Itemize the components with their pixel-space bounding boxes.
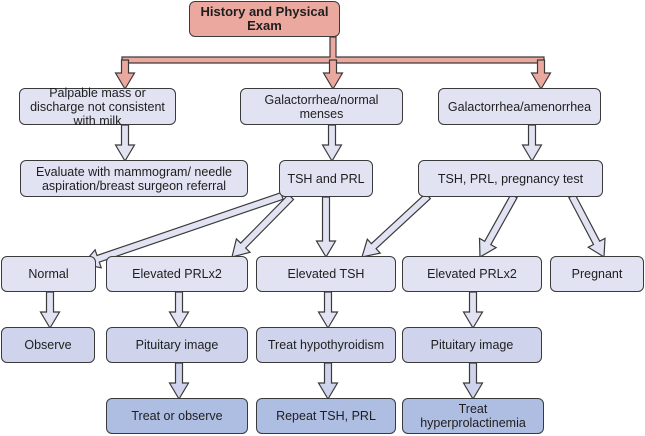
node-treat-hyperprolactinemia: Treat hyperprolactinemia bbox=[402, 398, 544, 434]
node-tsh-and-prl: TSH and PRL bbox=[279, 160, 373, 197]
node-history: History and Physical Exam bbox=[189, 1, 340, 37]
node-galactorrhea-amenorrhea: Galactorrhea/amenorrhea bbox=[438, 88, 601, 125]
node-elevated-prl-2: Elevated PRLx2 bbox=[402, 256, 542, 292]
arrow-tsh-prl-preg-to-pregnant bbox=[568, 193, 606, 259]
arrow-gal-normal-to-tsh-prl bbox=[321, 124, 343, 163]
arrow-history-to-gal-normal bbox=[322, 59, 344, 91]
arrow-history-to-palpable bbox=[114, 59, 136, 91]
node-pituitary-image-1: Pituitary image bbox=[106, 327, 248, 363]
arrow-elev-prl-2-to-pit-2 bbox=[462, 291, 484, 330]
node-palpable: Palpable mass or discharge not consisten… bbox=[19, 86, 176, 128]
node-normal: Normal bbox=[1, 256, 96, 292]
node-repeat-tsh-prl: Repeat TSH, PRL bbox=[256, 398, 396, 434]
node-galactorrhea-normal-menses: Galactorrhea/normal menses bbox=[240, 88, 403, 125]
node-observe: Observe bbox=[1, 327, 95, 363]
arrow-tsh-prl-to-elev-tsh bbox=[315, 196, 337, 259]
node-treat-or-observe: Treat or observe bbox=[106, 398, 248, 434]
arrow-gal-amen-to-tsh-prl-preg bbox=[521, 124, 543, 163]
node-treat-hypothyroidism: Treat hypothyroidism bbox=[256, 327, 396, 363]
arrow-pit-2-to-treat-hyperprl bbox=[462, 362, 484, 401]
arrow-treat-hypo-to-repeat bbox=[317, 362, 339, 401]
arrow-tsh-prl-to-elev-prl-1 bbox=[231, 193, 295, 258]
arrow-elev-tsh-to-treat-hypo bbox=[317, 291, 339, 330]
arrow-palpable-to-evaluate bbox=[114, 124, 136, 163]
arrow-history-to-gal-amen bbox=[530, 59, 552, 91]
arrow-tsh-prl-preg-to-elev-prl-2 bbox=[478, 193, 518, 259]
arrow-elev-prl-1-to-pit-1 bbox=[168, 291, 190, 330]
node-tsh-prl-pregnancy: TSH, PRL, pregnancy test bbox=[418, 160, 603, 197]
node-elevated-prl-1: Elevated PRLx2 bbox=[106, 256, 248, 292]
arrow-tsh-prl-preg-to-elev-tsh bbox=[361, 192, 432, 258]
node-pregnant: Pregnant bbox=[550, 256, 644, 292]
node-elevated-tsh: Elevated TSH bbox=[256, 256, 396, 292]
arrow-pit-1-to-treat-or-observe bbox=[168, 362, 190, 401]
node-pituitary-image-2: Pituitary image bbox=[402, 327, 542, 363]
node-evaluate-mammogram: Evaluate with mammogram/ needle aspirati… bbox=[20, 160, 248, 197]
arrow-normal-to-observe bbox=[39, 291, 61, 330]
